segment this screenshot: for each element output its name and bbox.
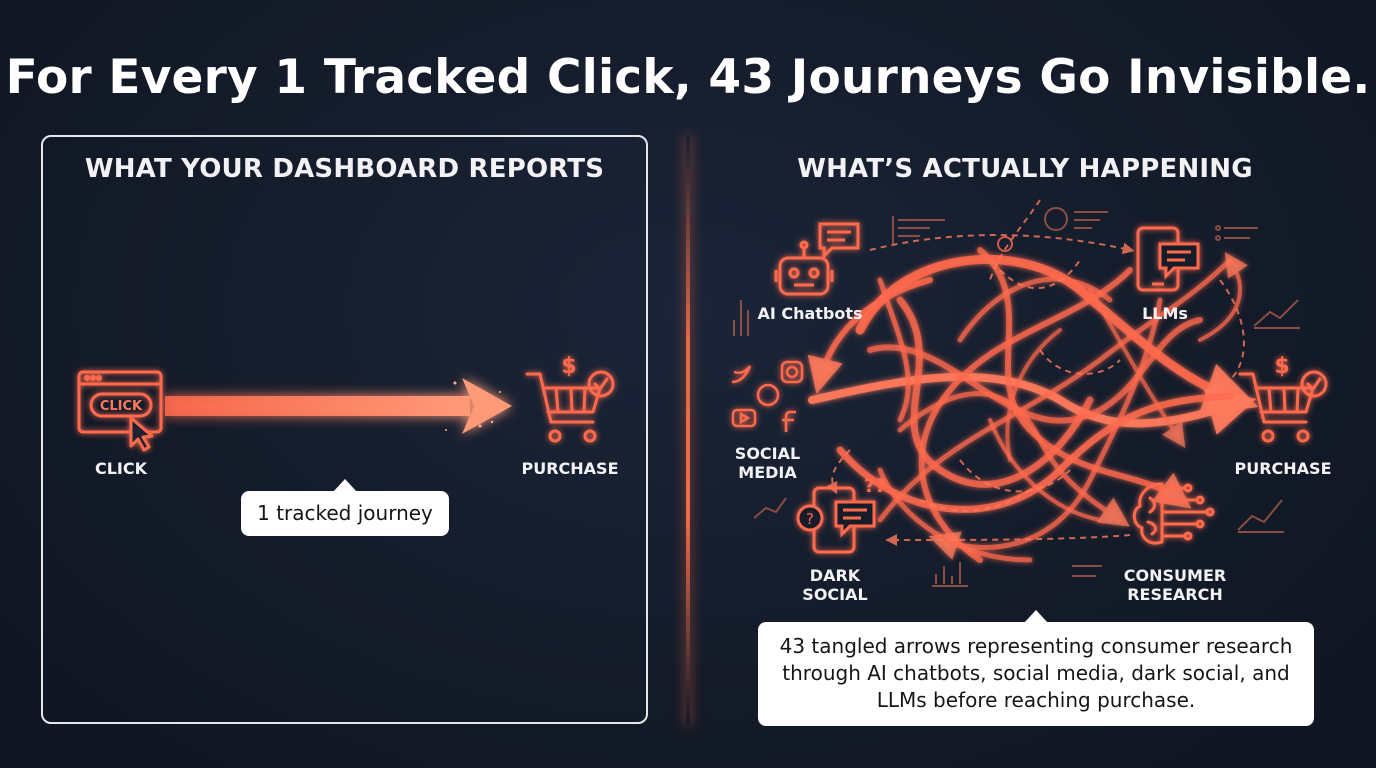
tracked-journey-callout: 1 tracked journey (241, 479, 449, 536)
callout-pointer-right (1024, 610, 1048, 623)
purchase-cart-icon (1238, 370, 1328, 443)
dashboard-heading: WHAT YOUR DASHBOARD REPORTS (84, 154, 605, 184)
reality-heading: WHAT’S ACTUALLY HAPPENING (797, 154, 1253, 184)
center-divider (686, 135, 690, 725)
tangled-journey-arrows (807, 247, 1259, 563)
click-button-text: CLICK (100, 399, 143, 414)
shopping-cart-icon (525, 370, 615, 443)
callout-line-1: 43 tangled arrows representing consumer … (779, 634, 1293, 658)
sparkles (445, 381, 501, 431)
tracked-journey-text: 1 tracked journey (257, 501, 433, 525)
chat-bubble-icon (818, 222, 860, 260)
social-media-label: SOCIAL MEDIA (725, 444, 810, 482)
page-title: For Every 1 Tracked Click, 43 Journeys G… (5, 50, 1371, 105)
brain-network-icon (1132, 482, 1215, 545)
tangled-journeys-callout: 43 tangled arrows representing consumer … (758, 610, 1314, 726)
purchase-dollar-icon: $ (1274, 354, 1289, 379)
cursor-icon (129, 416, 154, 452)
mini-chart-decorations (733, 207, 1300, 587)
consumer-research-label: CONSUMER RESEARCH (1115, 566, 1235, 604)
svg-text:?: ? (806, 510, 814, 528)
click-label: CLICK (94, 459, 148, 478)
callout-pointer (333, 479, 357, 492)
purchase-label: PURCHASE (521, 459, 619, 478)
callout-line-2: through AI chatbots, social media, dark … (782, 661, 1290, 685)
dollar-icon: $ (561, 354, 576, 379)
dark-social-label: DARK SOCIAL (795, 566, 875, 604)
social-media-icons (731, 360, 804, 432)
tracked-journey-arrow (165, 378, 512, 434)
dark-social-label-line1: DARK (809, 566, 861, 585)
question-marks: ?? (864, 475, 886, 497)
robot-icon (774, 240, 834, 296)
right-purchase-label: PURCHASE (1234, 459, 1332, 478)
dark-social-phone-icon: ? (796, 486, 876, 554)
phone-chat-icon (1136, 226, 1200, 292)
ai-chatbots-label: AI Chatbots (757, 304, 863, 323)
browser-click-icon (77, 370, 163, 434)
dark-social-label-line2: SOCIAL (802, 585, 868, 604)
consumer-research-label-line2: RESEARCH (1127, 585, 1223, 604)
social-media-label-line2: MEDIA (738, 463, 797, 482)
consumer-research-label-line1: CONSUMER (1123, 566, 1227, 585)
dashboard-panel (41, 135, 648, 724)
social-media-label-line1: SOCIAL (734, 444, 801, 463)
callout-line-3: LLMs before reaching purchase. (876, 688, 1196, 712)
llms-label: LLMs (1142, 304, 1188, 323)
